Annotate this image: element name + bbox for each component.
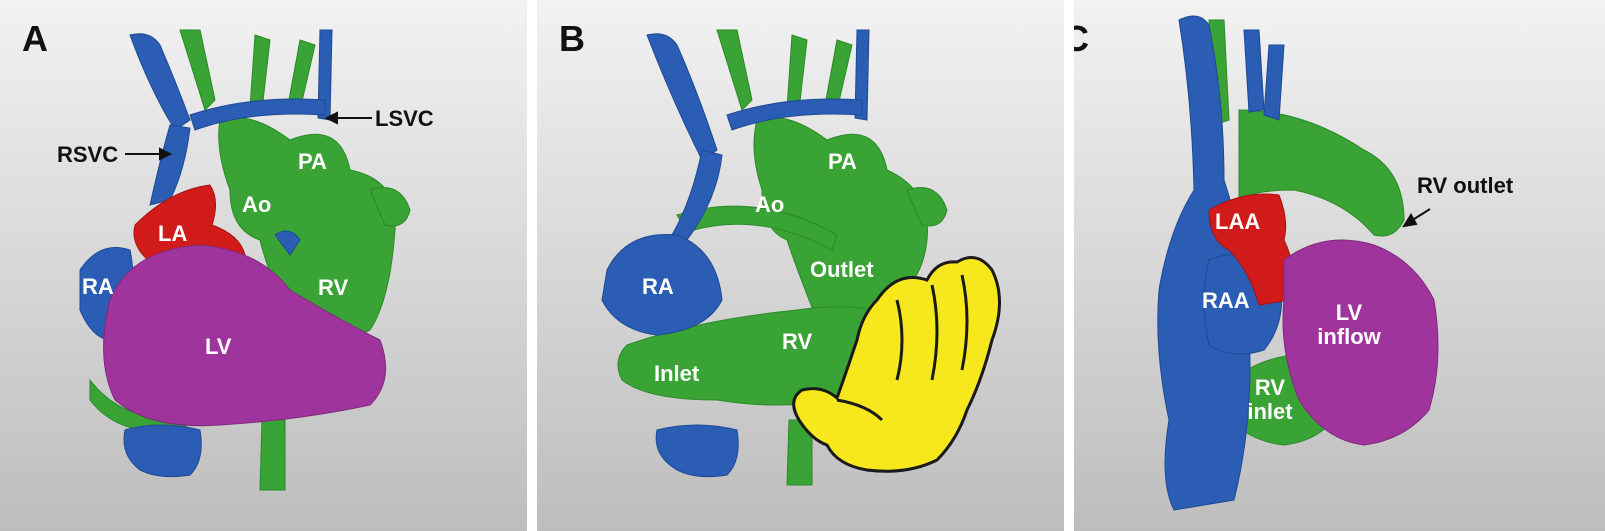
label-ao: Ao (755, 192, 785, 217)
label-rv-inlet-line1: RV (1254, 375, 1286, 400)
heart-model-a (0, 0, 527, 531)
panel-b: B PA Ao RA Outlet RV Inlet (537, 0, 1064, 531)
panel-letter: C (1074, 18, 1089, 59)
left-ventricle-inflow-c (1282, 239, 1439, 446)
label-ao: Ao (242, 192, 272, 217)
label-pa: PA (828, 149, 857, 174)
label-lsvc: LSVC (375, 106, 434, 131)
pointer-arrows-a (125, 111, 372, 161)
label-ra: RA (82, 274, 114, 299)
panel-letter: A (22, 18, 48, 59)
label-pa: PA (298, 149, 327, 174)
label-outlet: Outlet (810, 257, 874, 282)
label-rv-outlet: RV outlet (1417, 173, 1514, 198)
label-lv-inflow: LV inflow (1314, 301, 1384, 349)
label-la: LA (158, 221, 188, 246)
label-ra: RA (642, 274, 674, 299)
label-rv: RV (782, 329, 813, 354)
panel-letter: B (559, 18, 585, 59)
panel-a: A RSVC LSVC PA Ao LA RA RV LV (0, 0, 527, 531)
label-rv-inlet: RV inlet (1240, 376, 1300, 424)
label-lv: LV (205, 334, 232, 359)
venous-structures-a (79, 29, 333, 478)
venous-structures-b (601, 29, 870, 478)
label-laa: LAA (1215, 209, 1261, 234)
label-rv: RV (318, 275, 349, 300)
panel-c: C RV outlet LAA RAA LV inflow RV inlet (1074, 0, 1605, 531)
label-raa: RAA (1202, 288, 1250, 313)
left-atrium-a (133, 184, 246, 263)
label-lv-inflow-line2: inflow (1317, 324, 1381, 349)
arterial-structures-b (617, 29, 948, 486)
label-inlet: Inlet (654, 361, 700, 386)
label-rsvc: RSVC (57, 142, 119, 167)
hand-illustration-b (792, 256, 1001, 473)
arterial-structures-a (89, 29, 411, 491)
pointer-arrows-c (1401, 208, 1431, 228)
label-rv-inlet-line2: inlet (1247, 399, 1293, 424)
label-lv-inflow-line1: LV (1335, 300, 1363, 325)
left-ventricle-a (103, 244, 387, 427)
heart-model-b (537, 0, 1064, 531)
heart-model-c (1074, 0, 1605, 531)
